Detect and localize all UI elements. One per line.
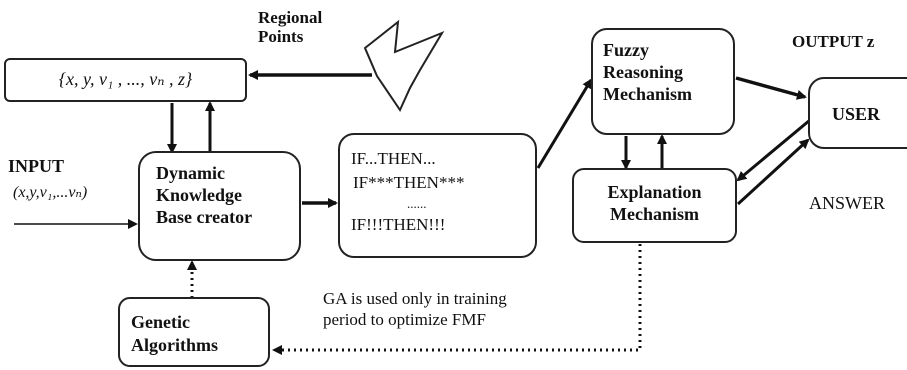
arrow-rules-to-fuzzy xyxy=(536,78,593,169)
ga-note: GA is used only in training period to op… xyxy=(323,289,507,330)
fuzzy-reasoning-box: Fuzzy Reasoning Mechanism xyxy=(591,28,735,135)
regional-points-shape xyxy=(363,19,445,113)
input-vars-label: (x,y,v₁,...vₙ) xyxy=(13,184,88,201)
user-label: USER xyxy=(832,104,881,124)
explanation-box: Explanation Mechanism xyxy=(572,168,737,243)
arrow-explanation-to-genetic xyxy=(272,244,642,355)
arrow-explanation-to-user xyxy=(736,138,810,206)
regional-points-label: Regional Points xyxy=(258,8,323,46)
user-box: USER xyxy=(808,77,907,149)
arrow-user-to-explanation xyxy=(736,118,811,182)
tuple-label: {x, y, v₁ , ..., vₙ , z} xyxy=(58,69,193,89)
explanation-label: Explanation Mechanism xyxy=(607,182,702,224)
tuple-box: {x, y, v₁ , ..., vₙ , z} xyxy=(4,58,247,102)
genetic-algorithms-label: Genetic Algorithms xyxy=(131,312,218,355)
rule-2: IF***THEN*** xyxy=(353,172,465,192)
answer-label: ANSWER xyxy=(809,193,885,213)
arrow-fuzzy-to-user xyxy=(735,76,807,100)
output-label: OUTPUT z xyxy=(792,32,875,51)
rule-ellipsis: ...... xyxy=(407,195,427,211)
rule-3: IF!!!THEN!!! xyxy=(351,214,446,234)
input-label: INPUT xyxy=(8,156,65,176)
dkb-creator-label: Dynamic Knowledge Base creator xyxy=(156,163,253,227)
dkb-creator-box: Dynamic Knowledge Base creator xyxy=(138,151,301,261)
rules-box: IF...THEN... IF***THEN*** ...... IF!!!TH… xyxy=(338,133,537,258)
genetic-algorithms-box: Genetic Algorithms xyxy=(118,297,270,367)
rule-1: IF...THEN... xyxy=(351,149,436,168)
fuzzy-reasoning-label: Fuzzy Reasoning Mechanism xyxy=(603,40,692,104)
rules-list: IF...THEN... IF***THEN*** ...... IF!!!TH… xyxy=(351,147,464,237)
